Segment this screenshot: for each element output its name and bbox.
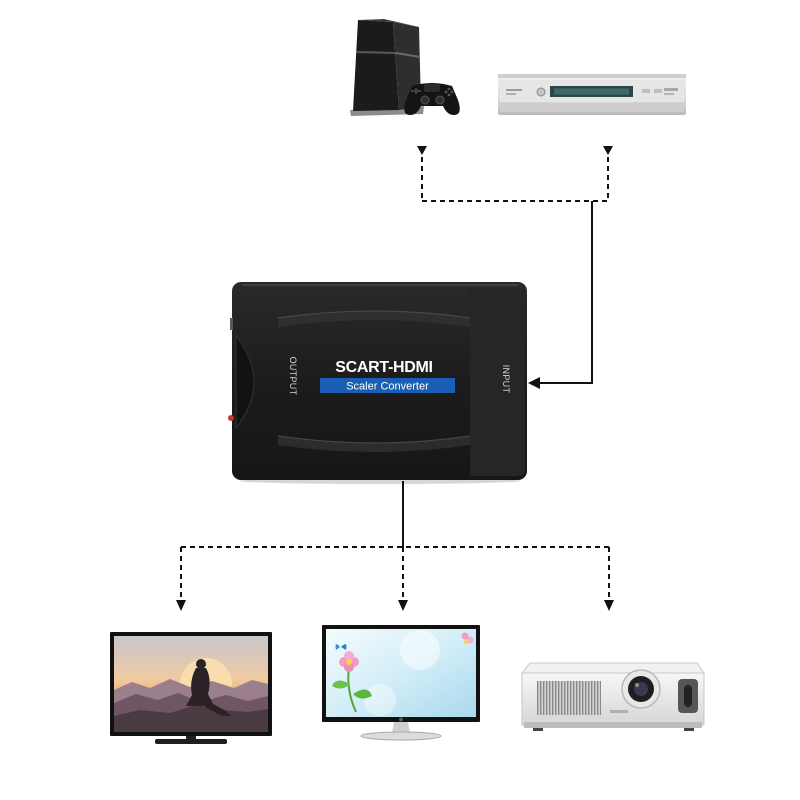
solid-connector-line (538, 201, 593, 384)
tv-icon (110, 632, 272, 744)
tv-screen (114, 636, 268, 732)
output-port-label: OUTPUT (288, 357, 298, 396)
butterfly (335, 644, 347, 650)
scart-socket (235, 334, 255, 430)
converter-subtitle: Scaler Converter (346, 381, 429, 393)
arrowhead (417, 146, 427, 155)
input-connector-lines (417, 146, 613, 389)
dvd-player-icon (498, 74, 686, 115)
arrowhead (603, 146, 613, 155)
output-connector-lines (176, 481, 614, 611)
person-silhouette (186, 659, 231, 716)
projector-lens (621, 669, 661, 709)
vent-grille (537, 681, 601, 715)
converter-title: SCART-HDMI (335, 359, 432, 376)
projector-icon (520, 662, 705, 731)
brand-logo (399, 717, 403, 722)
label-bar (320, 378, 455, 393)
flower (339, 651, 359, 672)
scart-hdmi-converter: SCART-HDMI Scaler Converter OUTPUT INPUT (228, 282, 527, 484)
arrowhead (176, 600, 186, 611)
monitor-icon (322, 625, 480, 741)
input-port-label: INPUT (501, 365, 511, 394)
arrowhead (398, 600, 408, 611)
game-controller-icon (404, 83, 460, 115)
arrowhead (604, 600, 614, 611)
flower (461, 632, 474, 644)
indicator-led (228, 415, 234, 421)
monitor-screen (326, 629, 476, 717)
arrowhead (528, 377, 540, 389)
